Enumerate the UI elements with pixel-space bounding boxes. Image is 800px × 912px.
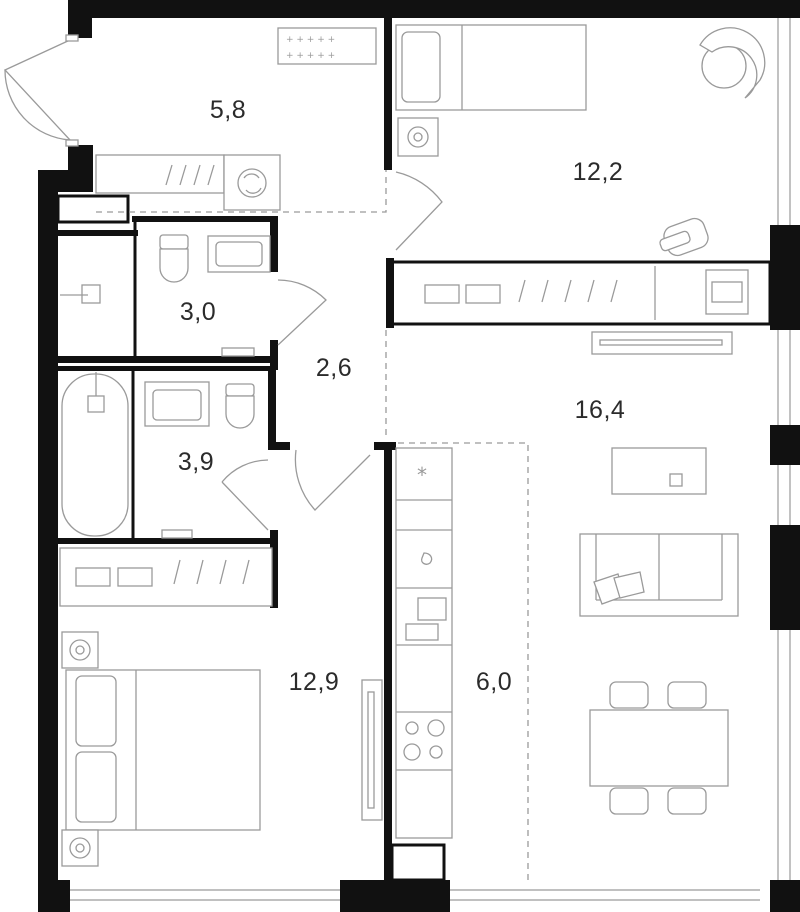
area-bathroom: 3,9 [178,448,214,476]
toilet-tank [225,383,255,397]
tv [591,331,733,355]
drop-icon [420,552,433,565]
living-furniture [579,447,739,815]
radiator [161,529,193,539]
windows [70,18,791,901]
tv-icon [367,691,375,809]
toilet-icon [225,395,255,429]
wardrobe-hangers [424,279,618,304]
sink-icon [152,389,202,421]
box-icon [465,284,501,304]
desk-chair-icon [659,217,709,257]
box-icon [117,567,153,587]
chair-icon [667,787,707,815]
svg-text:+ + + + +: + + + + + [286,35,335,45]
area-living: 16,4 [575,396,626,424]
shower-drain [81,284,101,304]
tub-drain [87,395,105,413]
laptop-icon [711,281,743,303]
chair-icon [667,681,707,709]
hall-furniture: + + + + + + + + + + [95,27,387,213]
entrance-door [3,34,79,147]
bathroom-furniture [61,372,371,539]
radiator [221,347,255,357]
area-hall: 5,8 [210,96,246,124]
shoe-rack [95,154,225,194]
bathtub-icon [61,373,129,537]
washing-machine [223,154,281,211]
hall-bench [277,27,377,65]
outer-walls [38,0,800,912]
bedroom-small-furniture [395,24,766,320]
bedroom-master-furniture [61,631,383,867]
toilet-tank [159,234,189,250]
box-icon [424,284,460,304]
pillow-icon [75,751,117,823]
box-icon [75,567,111,587]
pillow-icon [75,675,117,747]
area-corridor: 2,6 [316,354,352,382]
tv-icon [599,339,723,346]
area-labels: 5,8 12,2 3,0 2,6 16,4 3,9 12,9 6,0 [178,96,625,696]
area-bedroom-master: 12,9 [289,668,340,696]
kitchen-furniture: * [395,442,529,885]
cushion-icon [613,571,645,599]
wc-furniture [60,234,327,357]
master-wardrobe [59,547,273,607]
dining-table [589,709,729,787]
area-bedroom-small: 12,2 [573,158,624,186]
svg-text:+ + + + +: + + + + + [286,51,335,61]
area-kitchen: 6,0 [476,668,512,696]
area-wc: 3,0 [180,298,216,326]
bench-pattern: + + + + + + + + + + [286,35,335,61]
sink-icon [215,241,263,267]
pillow-icon [401,31,441,103]
toilet-icon [159,248,189,283]
coffee-table [611,447,707,495]
sink-icon [417,597,447,621]
armchair-icon [699,27,766,99]
cooktop-icon [403,719,445,761]
kitchen-counter [395,447,453,839]
remote-icon [669,473,683,487]
fridge-icon: * [417,463,427,487]
interior-walls [56,18,772,882]
chair-icon [609,787,649,815]
sink-basin [405,623,439,641]
chair-icon [609,681,649,709]
